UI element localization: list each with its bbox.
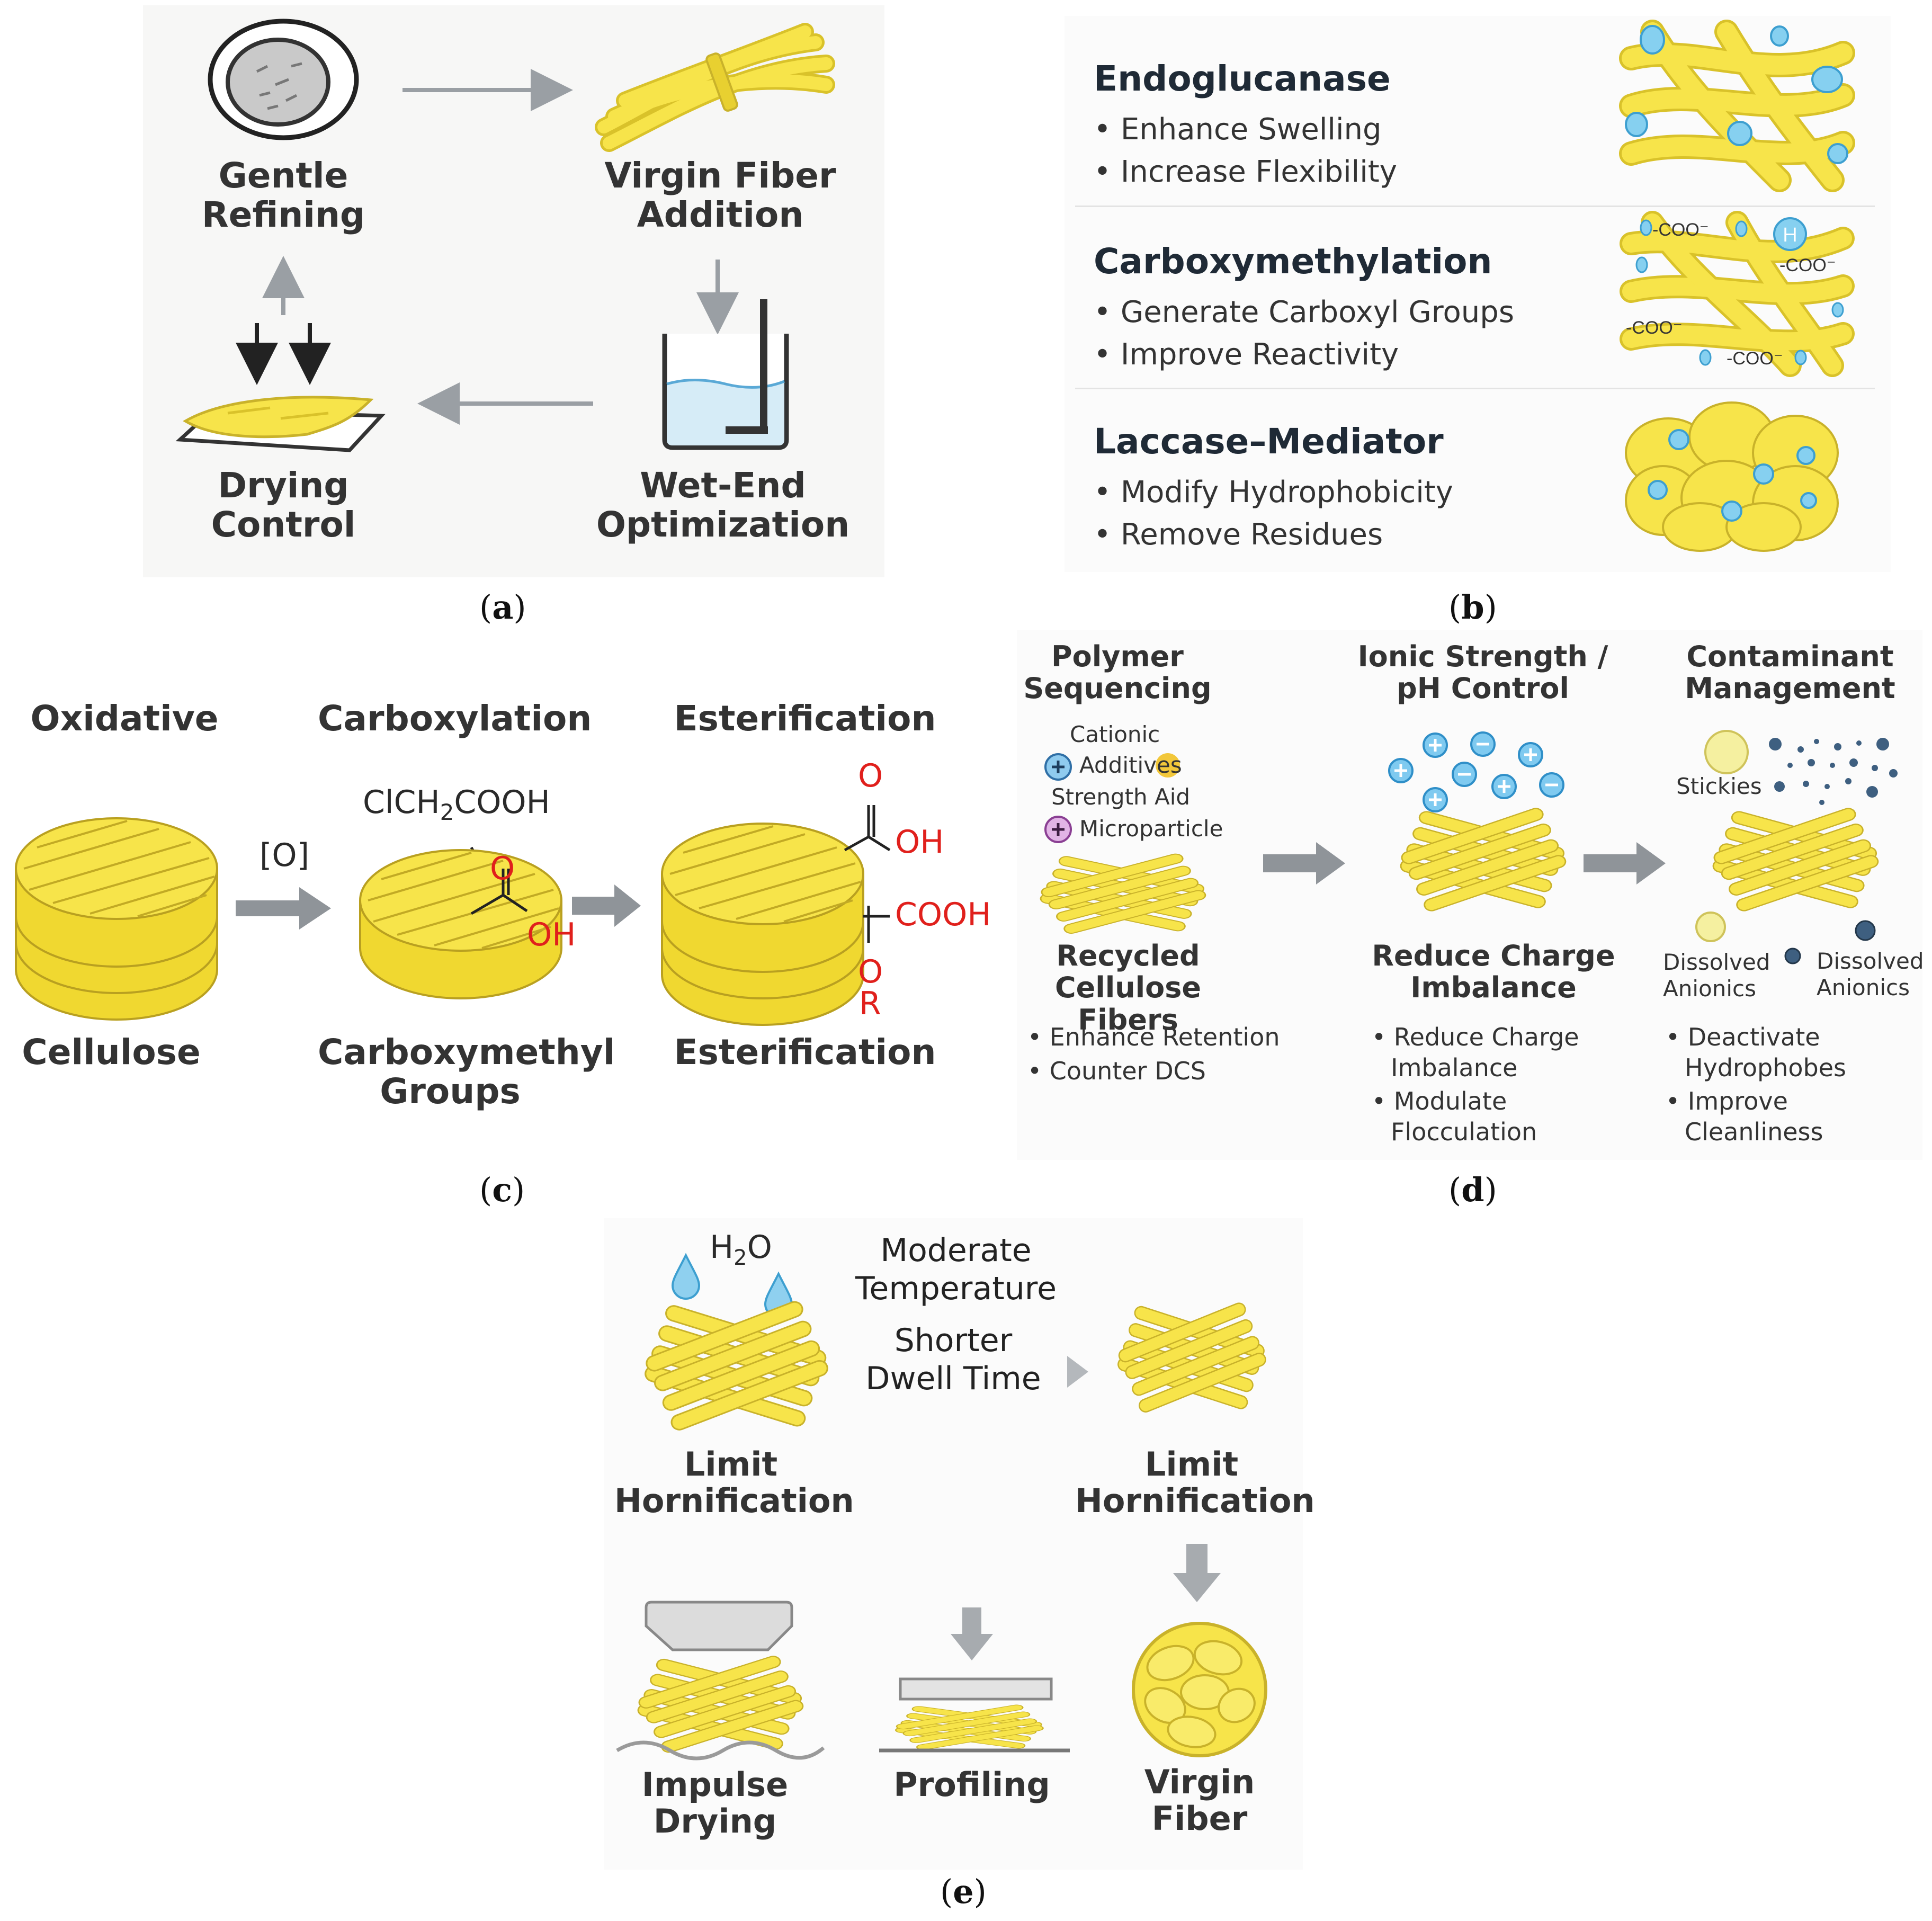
reduce-charge-title: Reduce Charge Imbalance xyxy=(1372,939,1615,1005)
cellulose-disc-stack xyxy=(15,817,218,1021)
gentle-refining-label: Gentle Refining xyxy=(201,155,365,235)
profiling-icon xyxy=(879,1677,1070,1753)
ionic-strength-title: Ionic Strength / pH Control xyxy=(1357,640,1608,705)
endoglucanase-title: Endoglucanase xyxy=(1094,58,1391,99)
esterification-bottom-label: Esterification xyxy=(674,1032,936,1073)
ester-o2: O xyxy=(858,953,883,990)
laccase-mediator-bullets: Modify Hydrophobicity Remove Residues xyxy=(1094,471,1453,556)
contaminant-title: Contaminant Management xyxy=(1685,640,1895,705)
limit-hornification-left-label: Limit Hornification xyxy=(614,1445,854,1521)
ions-cluster-icon xyxy=(1388,731,1564,812)
oxidant-label: [O] xyxy=(260,837,310,874)
virgin-fiber-addition-label: Virgin Fiber Addition xyxy=(604,155,836,235)
dissolved-left-label: Dissolved Anionics xyxy=(1663,949,1770,1002)
carboxymethyl-groups-label: Carboxymethyl Groups xyxy=(318,1032,615,1112)
svg-text:-COO⁻: -COO⁻ xyxy=(1779,255,1836,275)
additives-label: Additives xyxy=(1079,752,1182,778)
gentle-refining-icon xyxy=(208,19,359,140)
endoglucanase-fiber-icon xyxy=(1619,20,1855,192)
water-label: H2O xyxy=(710,1229,772,1270)
dissolved-light-icon xyxy=(1695,912,1726,942)
shorter-dwell-label: Shorter Dwell Time xyxy=(865,1322,1041,1397)
profiling-label: Profiling xyxy=(893,1765,1050,1804)
impulse-drying-icon xyxy=(616,1601,825,1761)
cationic-label: Cationic xyxy=(1070,721,1160,747)
cellulose-label: Cellulose xyxy=(22,1032,201,1073)
limited-fiber-icon-right xyxy=(1115,1300,1268,1415)
virgin-fiber-ball-icon xyxy=(1132,1622,1267,1757)
laccase-fiber-icon xyxy=(1625,401,1839,552)
arrow-up-a xyxy=(262,256,305,315)
dissolved-dark-icon xyxy=(1855,920,1876,941)
caption-a: (a) xyxy=(479,588,526,627)
caption-c: (c) xyxy=(479,1171,525,1209)
reagent-label: ClCH2COOH xyxy=(363,784,550,825)
ionic-fiber-icon xyxy=(1398,806,1569,914)
limit-hornification-right-label: Limit Hornification xyxy=(1075,1445,1315,1521)
plus-ion-icon-blue xyxy=(1044,753,1072,781)
arrow-e-down xyxy=(1173,1544,1221,1602)
carboxymethylation-fiber-icon: H -COO⁻ -COO⁻ -COO⁻ -COO⁻ xyxy=(1620,211,1855,377)
ester-cooh: COOH xyxy=(895,896,991,933)
ester-r: R xyxy=(859,985,881,1022)
polymer-sequencing-title: Polymer Sequencing xyxy=(1023,640,1212,705)
stickies-icon xyxy=(1704,730,1749,774)
carboxylation-label: Carboxylation xyxy=(318,698,592,739)
carboxymethyl-disc xyxy=(359,846,562,999)
esterification-top-label: Esterification xyxy=(674,698,936,739)
divider-b1 xyxy=(1075,205,1875,207)
arrow-c2 xyxy=(572,884,641,927)
caption-b: (b) xyxy=(1448,588,1497,627)
caption-d: (d) xyxy=(1448,1171,1497,1209)
arrow-d1 xyxy=(1263,842,1345,884)
impulse-drying-label: Impulse Drying xyxy=(641,1765,789,1841)
moderate-temperature-label: Moderate Temperature xyxy=(855,1232,1057,1307)
oxidative-label: Oxidative xyxy=(30,698,219,739)
carboxymethylation-bullets: Generate Carboxyl Groups Improve Reactiv… xyxy=(1094,291,1514,376)
press-arrows-icon xyxy=(236,323,331,385)
arrow-c1 xyxy=(236,887,331,930)
arrow-d2 xyxy=(1584,842,1666,884)
drying-sheet-icon xyxy=(175,396,386,452)
stickies-label: Stickies xyxy=(1676,773,1762,799)
endoglucanase-bullets: Enhance Swelling Increase Flexibility xyxy=(1094,109,1397,193)
recycled-fiber-icon xyxy=(1038,852,1209,936)
dissolved-right-label: Dissolved Anionics xyxy=(1817,948,1924,1000)
svg-text:-COO⁻: -COO⁻ xyxy=(1652,220,1709,240)
additives-highlight-icon xyxy=(1156,753,1180,778)
arrow-left-a xyxy=(417,382,593,425)
strength-aid-label: Strength Aid xyxy=(1051,784,1191,810)
drying-control-label: Drying Control xyxy=(211,465,356,545)
wet-end-tank-icon xyxy=(662,299,789,450)
svg-text:-COO⁻: -COO⁻ xyxy=(1626,318,1683,338)
virgin-fiber-label: Virgin Fiber xyxy=(1144,1763,1255,1838)
svg-text:-COO⁻: -COO⁻ xyxy=(1727,349,1783,369)
divider-b2 xyxy=(1075,388,1875,389)
carboxyl-o-c: O xyxy=(490,850,515,887)
arrow-profiling-down xyxy=(951,1607,993,1660)
carboxymethylation-title: Carboxymethylation xyxy=(1094,241,1492,282)
arrow-e1 xyxy=(1067,1356,1088,1388)
particles-icon xyxy=(1769,738,1898,805)
wet-end-optimization-label: Wet-End Optimization xyxy=(596,465,850,545)
col1-bullets: Enhance Retention Counter DCS xyxy=(1027,1022,1280,1089)
ester-oh: OH xyxy=(895,824,944,861)
carboxyl-oh-c: OH xyxy=(527,916,576,953)
laccase-mediator-title: Laccase–Mediator xyxy=(1094,421,1444,462)
water-droplet-icon-left xyxy=(671,1253,701,1300)
hornified-fiber-icon-left xyxy=(642,1299,831,1433)
arrow-right-a xyxy=(402,69,573,111)
virgin-fiber-bundle-icon xyxy=(595,23,835,152)
esterification-disc-stack xyxy=(661,805,891,1026)
dissolved-marker-icon xyxy=(1784,948,1801,964)
ester-o: O xyxy=(858,757,883,794)
microparticle-label: Microparticle xyxy=(1079,816,1223,842)
arrow-down-a xyxy=(696,260,739,335)
caption-e: (e) xyxy=(940,1872,987,1911)
contaminant-fiber-icon xyxy=(1711,806,1881,914)
plus-ion-icon-purple xyxy=(1044,816,1072,843)
svg-text:H: H xyxy=(1783,224,1797,246)
